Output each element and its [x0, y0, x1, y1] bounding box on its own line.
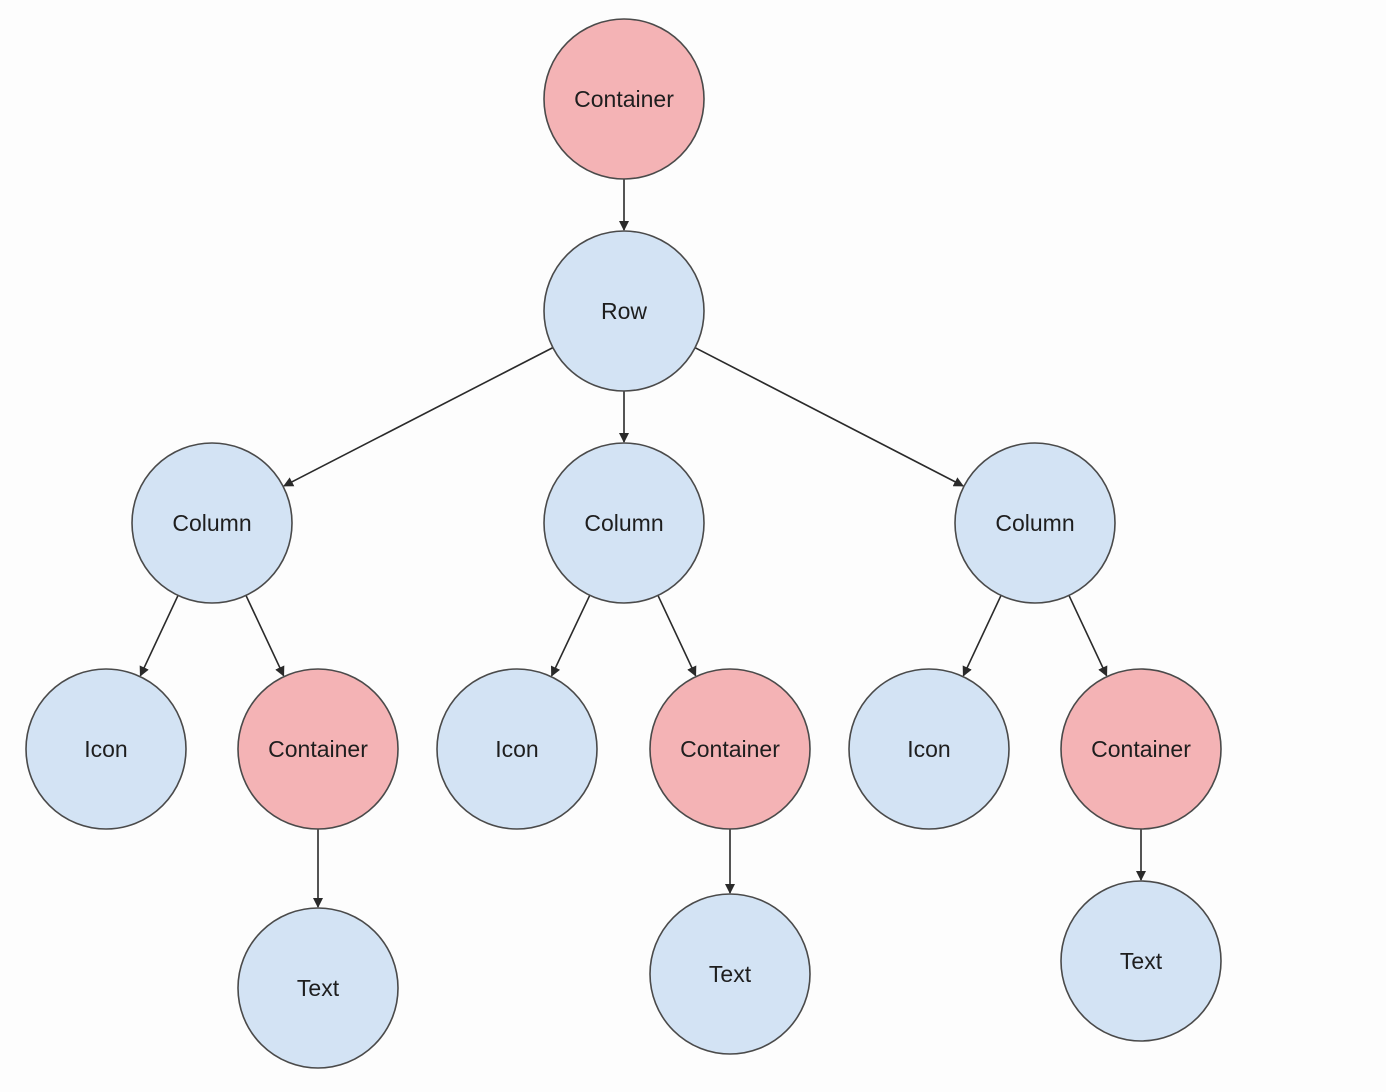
node-label: Column — [995, 510, 1074, 536]
node-label: Container — [268, 736, 368, 762]
node-text-1: Text — [237, 907, 399, 1069]
node-circle — [543, 18, 705, 180]
node-label: Row — [601, 298, 647, 324]
node-circle — [954, 442, 1116, 604]
node-row: Row — [543, 230, 705, 392]
node-circle — [131, 442, 293, 604]
node-circle — [237, 668, 399, 830]
node-column-1: Column — [131, 442, 293, 604]
edge-column-3-to-container-3 — [1068, 595, 1108, 677]
node-label: Text — [1120, 948, 1163, 974]
node-text-3: Text — [1060, 880, 1222, 1042]
node-circle — [649, 893, 811, 1055]
node-label: Container — [574, 86, 674, 112]
node-circle — [237, 907, 399, 1069]
node-label: Icon — [495, 736, 538, 762]
node-circle — [543, 442, 705, 604]
node-circle — [848, 668, 1010, 830]
node-container-1: Container — [237, 668, 399, 830]
edge-column-3-to-icon-3 — [962, 595, 1002, 677]
node-container-root: Container — [543, 18, 705, 180]
node-label: Icon — [84, 736, 127, 762]
node-circle — [543, 230, 705, 392]
edge-column-1-to-icon-1 — [139, 595, 179, 677]
node-container-3: Container — [1060, 668, 1222, 830]
node-label: Column — [584, 510, 663, 536]
node-label: Text — [297, 975, 340, 1001]
node-label: Container — [680, 736, 780, 762]
node-icon-2: Icon — [436, 668, 598, 830]
node-container-2: Container — [649, 668, 811, 830]
node-label: Container — [1091, 736, 1191, 762]
node-circle — [1060, 880, 1222, 1042]
edges-layer — [139, 179, 1146, 908]
edge-column-2-to-container-2 — [657, 595, 697, 677]
node-circle — [1060, 668, 1222, 830]
node-circle — [649, 668, 811, 830]
node-circle — [25, 668, 187, 830]
edge-row-to-column-1 — [283, 346, 554, 487]
node-label: Column — [172, 510, 251, 536]
edge-row-to-column-3 — [694, 346, 964, 487]
node-circle — [436, 668, 598, 830]
node-icon-1: Icon — [25, 668, 187, 830]
edge-column-2-to-icon-2 — [550, 594, 591, 677]
node-label: Icon — [907, 736, 950, 762]
edge-column-1-to-container-1 — [245, 595, 285, 677]
node-icon-3: Icon — [848, 668, 1010, 830]
node-column-3: Column — [954, 442, 1116, 604]
node-column-2: Column — [543, 442, 705, 604]
node-text-2: Text — [649, 893, 811, 1055]
node-label: Text — [709, 961, 752, 987]
